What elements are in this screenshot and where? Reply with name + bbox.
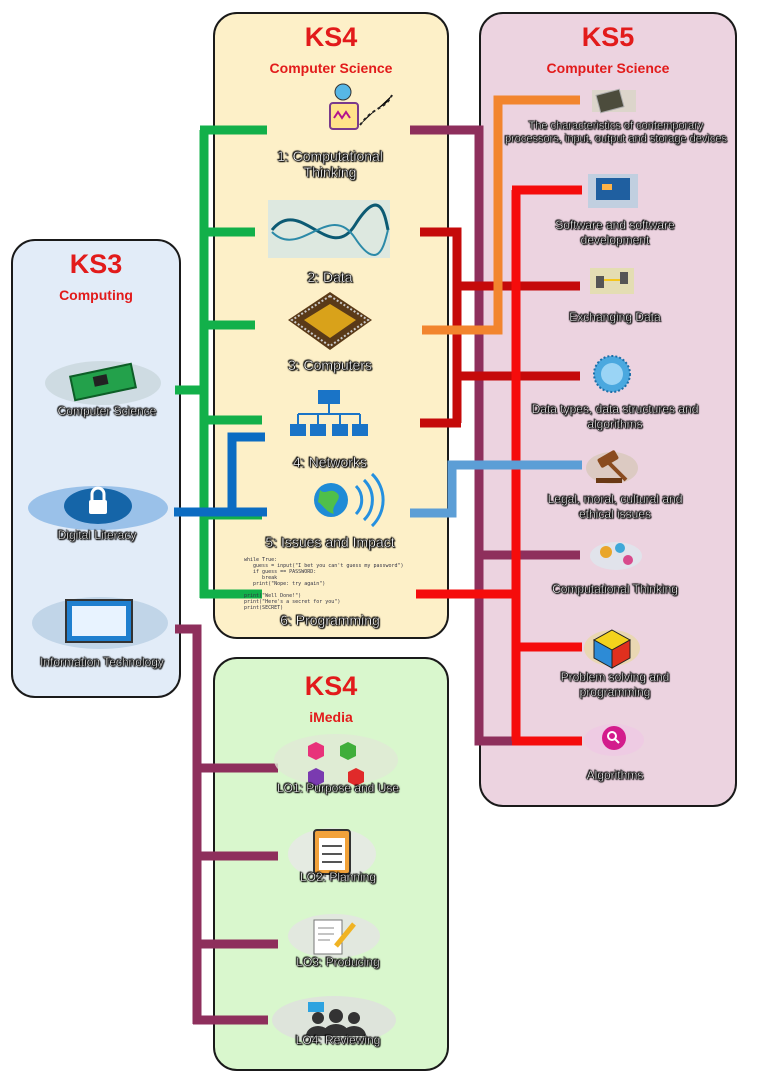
clipboard-icon <box>288 828 376 880</box>
ks3-digital-literacy: Digital Literacy <box>57 528 137 542</box>
network-tree-icon <box>290 390 368 436</box>
ks5-algorithms: Algorithms <box>586 768 644 782</box>
computer-screen-icon <box>32 597 168 649</box>
robot-icon <box>329 83 393 130</box>
rubiks-cube-icon <box>584 629 640 669</box>
blue-connector <box>174 432 267 517</box>
ks5-title: KS5 <box>581 22 635 52</box>
ks5-subtitle: Computer Science <box>546 60 670 76</box>
ks4-imedia-title: KS4 <box>304 671 358 701</box>
people-review-icon <box>272 996 396 1044</box>
ks4-computers: 3: Computers <box>287 357 373 373</box>
orange-connector <box>422 95 580 335</box>
thinking-bubbles-icon <box>590 542 642 570</box>
ks3-title: KS3 <box>69 249 123 279</box>
imedia-lo2: LO2: Planning <box>299 870 377 884</box>
magnifier-icon <box>584 724 644 756</box>
ks5-exchanging-data: Exchanging Data <box>569 310 661 324</box>
ks3-subtitle: Computing <box>59 287 133 303</box>
ks4-programming: 6: Programming <box>280 612 380 628</box>
ks3-computer-science: Computer Science <box>57 404 157 418</box>
gavel-icon <box>586 450 638 484</box>
imedia-lo4: LO4: Reviewing <box>295 1033 381 1047</box>
ks3-information-technology: Information Technology <box>40 655 164 669</box>
ks4-cs-subtitle: Computer Science <box>269 60 393 76</box>
purple-imedia-connector <box>175 624 278 1025</box>
earth-wifi-icon <box>314 472 385 528</box>
ks5-legal-moral: Legal, moral, cultural and ethical issue… <box>547 492 683 521</box>
cpu-chip-icon <box>288 292 372 350</box>
software-window-icon <box>588 174 638 208</box>
light-blue-connector <box>410 460 582 518</box>
ks5-problem-solving: Problem solving and programming <box>560 670 670 699</box>
ks5-computational-thinking: Computational Thinking <box>552 582 678 596</box>
data-sphere-icon <box>593 355 631 393</box>
ks4-cs-title: KS4 <box>304 22 358 52</box>
hexagon-media-icon <box>274 734 398 786</box>
ks5-software-development: Software and software development <box>555 218 675 247</box>
processor-icon <box>592 88 636 114</box>
ks4-networks: 4: Networks <box>293 454 367 470</box>
ks5-data-types: Data types, data structures and algorith… <box>531 402 699 431</box>
ks5-panel: KS5 Computer Science <box>479 12 737 807</box>
ks4-issues-and-impact: 5: Issues and Impact <box>265 534 395 550</box>
imedia-lo3: LO3: Producing <box>296 955 380 969</box>
document-pencil-icon <box>288 914 380 958</box>
imedia-lo1: LO1: Purpose and Use <box>276 781 400 795</box>
cloud-lock-icon <box>28 486 168 530</box>
green-connector <box>175 125 267 599</box>
binary-wave-icon <box>268 200 390 258</box>
ks4-computational-thinking: 1: Computational Thinking <box>277 148 383 180</box>
dark-red-connector <box>420 227 580 428</box>
code-icon: while True: guess = input("I bet you can… <box>244 557 404 611</box>
data-exchange-icon <box>590 268 634 294</box>
ks5-characteristics-processors: The characteristics of contemporary proc… <box>505 120 727 145</box>
ks4-imedia-subtitle: iMedia <box>309 709 353 725</box>
circuit-board-icon <box>45 361 161 405</box>
ks4-data: 2: Data <box>307 269 353 285</box>
